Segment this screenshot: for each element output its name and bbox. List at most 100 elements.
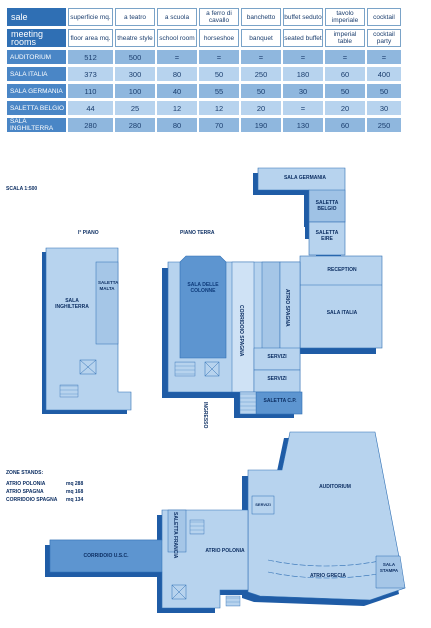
table-cell: = bbox=[325, 50, 365, 64]
capacity-table: sale superficie mq. a teatro a scuola a … bbox=[5, 5, 403, 135]
table-cell: 70 bbox=[199, 118, 239, 132]
header-cell: superficie mq. bbox=[68, 8, 113, 26]
table-cell: 44 bbox=[68, 101, 113, 115]
table-cell: 280 bbox=[68, 118, 113, 132]
table-cell: 12 bbox=[157, 101, 197, 115]
table-cell: 300 bbox=[115, 67, 155, 81]
room-label-corridoio-spagna: CORRIDOIO SPAGNA bbox=[238, 305, 244, 357]
table-cell: = bbox=[241, 50, 281, 64]
header-cell: a scuola bbox=[157, 8, 197, 26]
table-cell: 30 bbox=[283, 84, 323, 98]
table-cell: 50 bbox=[199, 67, 239, 81]
header-cell: banchetto bbox=[241, 8, 281, 26]
table-cell: 110 bbox=[68, 84, 113, 98]
room-label-saletta-malta: SALETTA MALTA bbox=[98, 280, 119, 291]
table-cell: 20 bbox=[325, 101, 365, 115]
room-label-servizi: SERVIZI bbox=[255, 502, 271, 507]
table-cell: 55 bbox=[199, 84, 239, 98]
room-label-auditorium: AUDITORIUM bbox=[319, 484, 351, 490]
header-cell: horseshoe bbox=[199, 29, 239, 47]
table-cell: 280 bbox=[115, 118, 155, 132]
table-cell: 512 bbox=[68, 50, 113, 64]
row-label: SALA GERMANIA bbox=[7, 84, 66, 98]
row-label: SALA INGHILTERRA bbox=[7, 118, 66, 132]
room-label-saletta-belgio: SALETTA BELGIO bbox=[315, 200, 339, 212]
room-label-servizi: SERVIZI bbox=[267, 354, 287, 360]
room-label-sala-stampa: SALA STAMPA bbox=[379, 562, 399, 573]
scale-label: SCALA 1:500 bbox=[6, 186, 38, 192]
table-cell: 373 bbox=[68, 67, 113, 81]
room-label-sala-germania: SALA GERMANIA bbox=[283, 175, 327, 181]
first-floor-label: I° PIANO bbox=[78, 230, 99, 236]
room-label-atrio-grecia: ATRIO GRECIA bbox=[309, 573, 347, 579]
table-cell: 12 bbox=[199, 101, 239, 115]
table-cell: 60 bbox=[325, 67, 365, 81]
table-cell: 50 bbox=[367, 84, 401, 98]
header-cell: tavolo imperiale bbox=[325, 8, 365, 26]
room-label-reception: RECEPTION bbox=[327, 267, 357, 273]
table-cell: = bbox=[199, 50, 239, 64]
room-label-servizi: SERVIZI bbox=[267, 376, 287, 382]
header-cell: sale bbox=[7, 8, 66, 26]
table-cell: 50 bbox=[325, 84, 365, 98]
table-header-row: meeting rooms floor area mq. theatre sty… bbox=[7, 29, 401, 47]
room-label-saletta-eire: SALETTA EIRE bbox=[315, 230, 339, 242]
room-label-atrio-spagna: ATRIO SPAGNA bbox=[284, 289, 290, 327]
header-cell: a ferro di cavallo bbox=[199, 8, 239, 26]
table-cell: 30 bbox=[367, 101, 401, 115]
ground-floor-label: PIANO TERRA bbox=[180, 230, 215, 236]
room-label-sala-italia: SALA ITALIA bbox=[326, 310, 358, 316]
table-cell: = bbox=[367, 50, 401, 64]
room-label-saletta-cp: SALETTA C.P. bbox=[263, 398, 297, 404]
header-cell: school room bbox=[157, 29, 197, 47]
room-label-sala-inghilterra: SALA INGHILTERRA bbox=[55, 298, 89, 310]
table-cell: 20 bbox=[241, 101, 281, 115]
table-cell: 180 bbox=[283, 67, 323, 81]
table-cell: 500 bbox=[115, 50, 155, 64]
header-cell: imperial table bbox=[325, 29, 365, 47]
header-cell: seated buffet bbox=[283, 29, 323, 47]
table-cell: = bbox=[157, 50, 197, 64]
zone-stands-title: ZONE STANDS: bbox=[6, 470, 44, 476]
table-cell: 250 bbox=[241, 67, 281, 81]
auditorium-complex-plan bbox=[45, 431, 406, 613]
header-cell: buffet seduto bbox=[283, 8, 323, 26]
header-cell: a teatro bbox=[115, 8, 155, 26]
first-floor-plan bbox=[42, 247, 132, 414]
row-label: SALETTA BELGIO bbox=[7, 101, 66, 115]
row-label: SALA ITALIA bbox=[7, 67, 66, 81]
room-label-saletta-francia: SALETTA FRANCIA bbox=[172, 512, 178, 559]
room-label-atrio-polonia: ATRIO POLONIA bbox=[205, 548, 245, 554]
table-cell: 250 bbox=[367, 118, 401, 132]
room-label-corridoio-usc: CORRIDOIO U.S.C. bbox=[83, 553, 129, 559]
table-cell: 190 bbox=[241, 118, 281, 132]
table-cell: 50 bbox=[241, 84, 281, 98]
room-label-sala-delle-colonne: SALA DELLE COLONNE bbox=[187, 282, 219, 294]
table-cell: 400 bbox=[367, 67, 401, 81]
table-header-row: sale superficie mq. a teatro a scuola a … bbox=[7, 8, 401, 26]
header-cell: meeting rooms bbox=[7, 29, 66, 47]
table-cell: 60 bbox=[325, 118, 365, 132]
table-cell: = bbox=[283, 50, 323, 64]
entrance-label: INGRESSO bbox=[202, 401, 208, 429]
header-cell: theatre style bbox=[115, 29, 155, 47]
row-label: AUDITORIUM bbox=[7, 50, 66, 64]
header-cell: cocktail party bbox=[367, 29, 401, 47]
table-cell: 40 bbox=[157, 84, 197, 98]
table-cell: 80 bbox=[157, 118, 197, 132]
table-cell: = bbox=[283, 101, 323, 115]
table-cell: 80 bbox=[157, 67, 197, 81]
table-cell: 25 bbox=[115, 101, 155, 115]
table-cell: 130 bbox=[283, 118, 323, 132]
